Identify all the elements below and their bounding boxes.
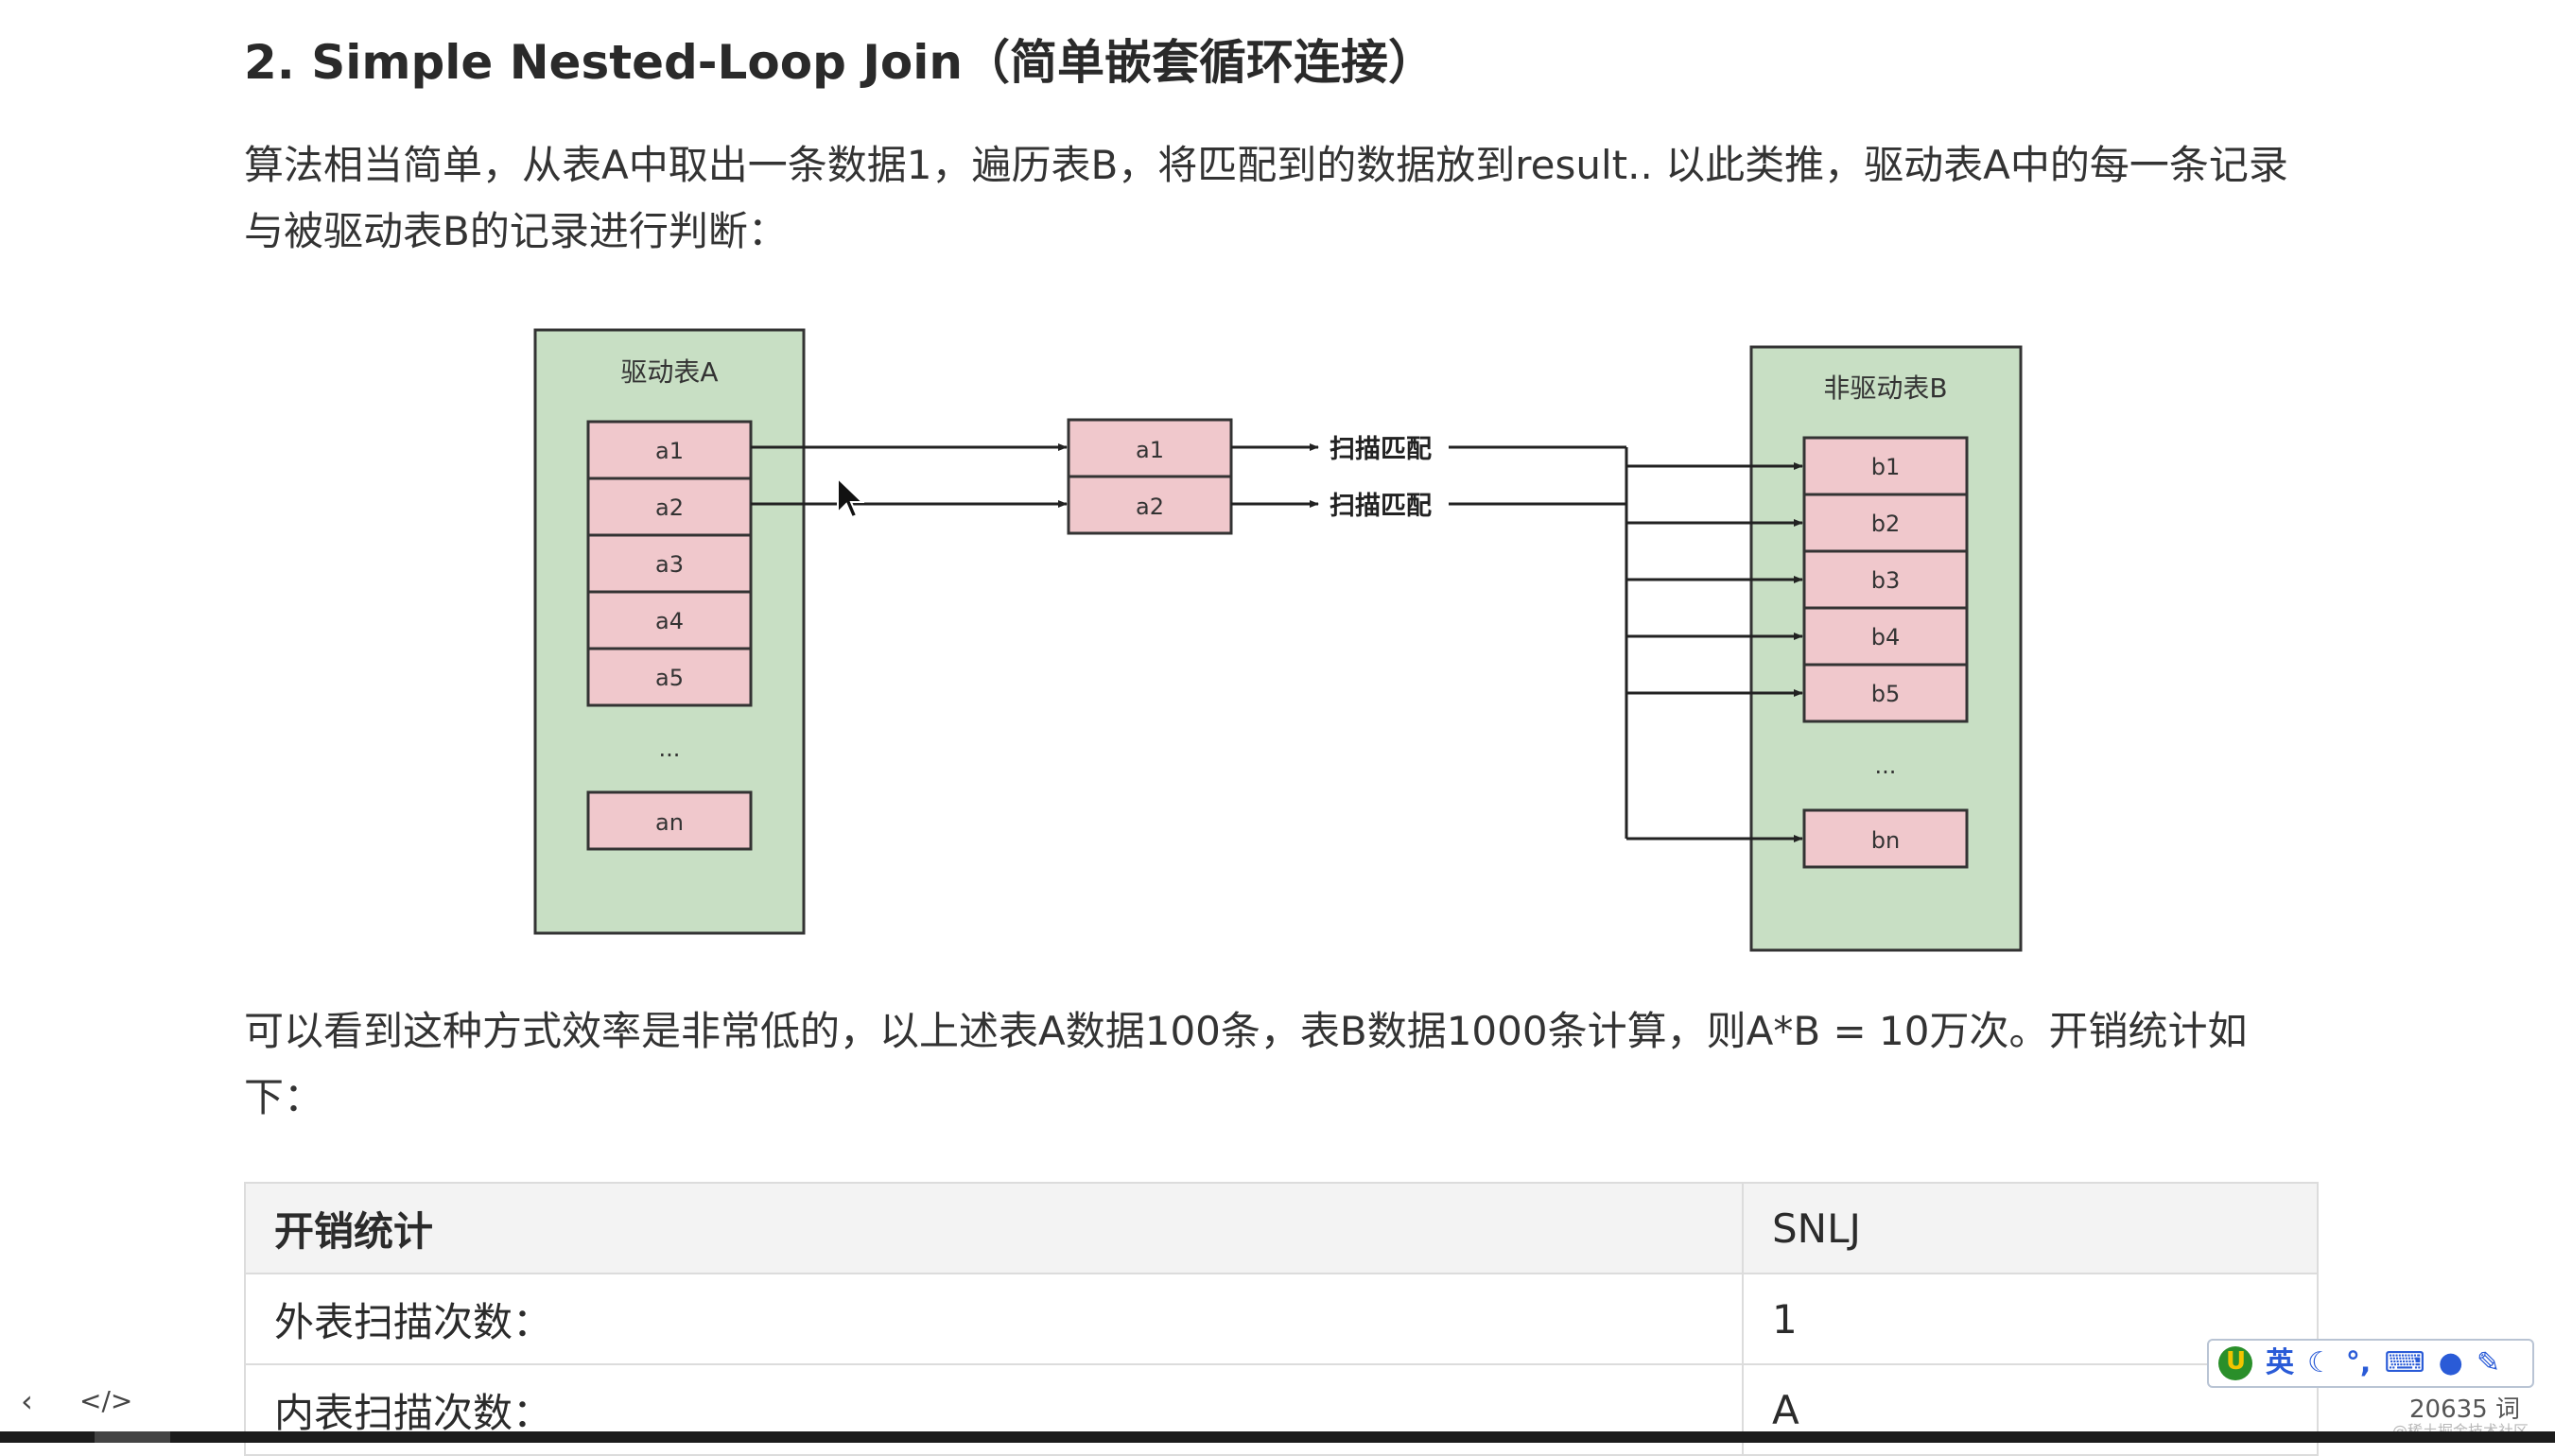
driver-row-label: a1 <box>655 438 684 464</box>
driver-row <box>586 477 753 537</box>
section-heading: 2. Simple Nested-Loop Join（简单嵌套循环连接） <box>244 35 1436 90</box>
summary-paragraph: 可以看到这种方式效率是非常低的，以上述表A数据100条，表B数据1000条计算，… <box>244 1008 2248 1120</box>
cost-table: 开销统计 SNLJ 外表扫描次数： 1 内表扫描次数： A <box>244 1182 2319 1456</box>
intro-paragraph: 算法相当简单，从表A中取出一条数据1，遍历表B，将匹配到的数据放到result.… <box>244 142 2288 254</box>
moon-icon[interactable]: ☾ <box>2307 1346 2333 1379</box>
driver-row <box>586 533 753 594</box>
buffer-row-label: a2 <box>1136 494 1164 520</box>
table-header-cell: 开销统计 <box>244 1182 1744 1274</box>
driver-row-label: a3 <box>655 551 684 578</box>
driver-row <box>586 420 753 480</box>
driven-table-label: 非驱动表B <box>1823 373 1947 404</box>
driver-rows: a1 a2 a3 a4 a5 <box>586 420 753 707</box>
driven-rows: b1 b2 b3 b4 b5 <box>1802 436 1969 723</box>
ime-mode-toggle[interactable]: 英 <box>2266 1346 2294 1379</box>
driven-row-label: b4 <box>1871 624 1901 650</box>
buffer-row-label: a1 <box>1136 437 1164 463</box>
driver-row-label: a2 <box>655 494 684 521</box>
bottom-scrollbar[interactable] <box>0 1431 2555 1443</box>
driven-row-label: b2 <box>1871 511 1901 537</box>
table-cell: 外表扫描次数： <box>244 1273 1744 1365</box>
driven-row-last-label: bn <box>1871 827 1900 854</box>
driver-row-label: a5 <box>655 665 684 691</box>
driven-row-label: b1 <box>1871 454 1901 480</box>
scan-match-label-2: 扫描匹配 <box>1330 492 1432 521</box>
back-arrow-icon[interactable]: ‹ <box>21 1383 33 1419</box>
driven-row <box>1802 663 1969 723</box>
driver-row-label: a4 <box>655 608 684 634</box>
mouse-pointer-icon <box>837 477 864 519</box>
user-icon[interactable]: ● <box>2438 1346 2463 1379</box>
driven-row-last <box>1802 808 1969 869</box>
ime-toolbar[interactable]: 英 ☾ °, ⌨ ● ✎ <box>2207 1339 2534 1388</box>
driven-row <box>1802 436 1969 496</box>
scrollbar-thumb[interactable] <box>95 1431 170 1443</box>
driver-row <box>586 590 753 650</box>
driver-row-last-label: an <box>655 809 684 836</box>
keyboard-icon[interactable]: ⌨ <box>2384 1346 2425 1379</box>
word-count: 20635 词 <box>2409 1395 2520 1424</box>
driver-ellipsis: ... <box>659 736 681 762</box>
driven-row-label: b3 <box>1871 567 1901 594</box>
ime-logo-icon[interactable] <box>2218 1346 2252 1380</box>
driver-row <box>586 647 753 707</box>
table-row: 外表扫描次数： 1 <box>244 1273 2319 1365</box>
scan-match-label-1: 扫描匹配 <box>1330 435 1432 464</box>
driven-ellipsis: ... <box>1875 753 1897 779</box>
table-header-row: 开销统计 SNLJ <box>244 1182 2319 1274</box>
driven-row-label: b5 <box>1871 681 1901 707</box>
wrench-icon[interactable]: ✎ <box>2476 1346 2500 1379</box>
driver-row-last <box>586 790 753 851</box>
code-view-icon[interactable]: </> <box>79 1385 133 1416</box>
table-header-cell: SNLJ <box>1742 1182 2319 1274</box>
punctuation-icon[interactable]: °, <box>2345 1346 2372 1379</box>
buffer-row <box>1067 475 1233 535</box>
driver-table-label: 驱动表A <box>620 356 718 388</box>
